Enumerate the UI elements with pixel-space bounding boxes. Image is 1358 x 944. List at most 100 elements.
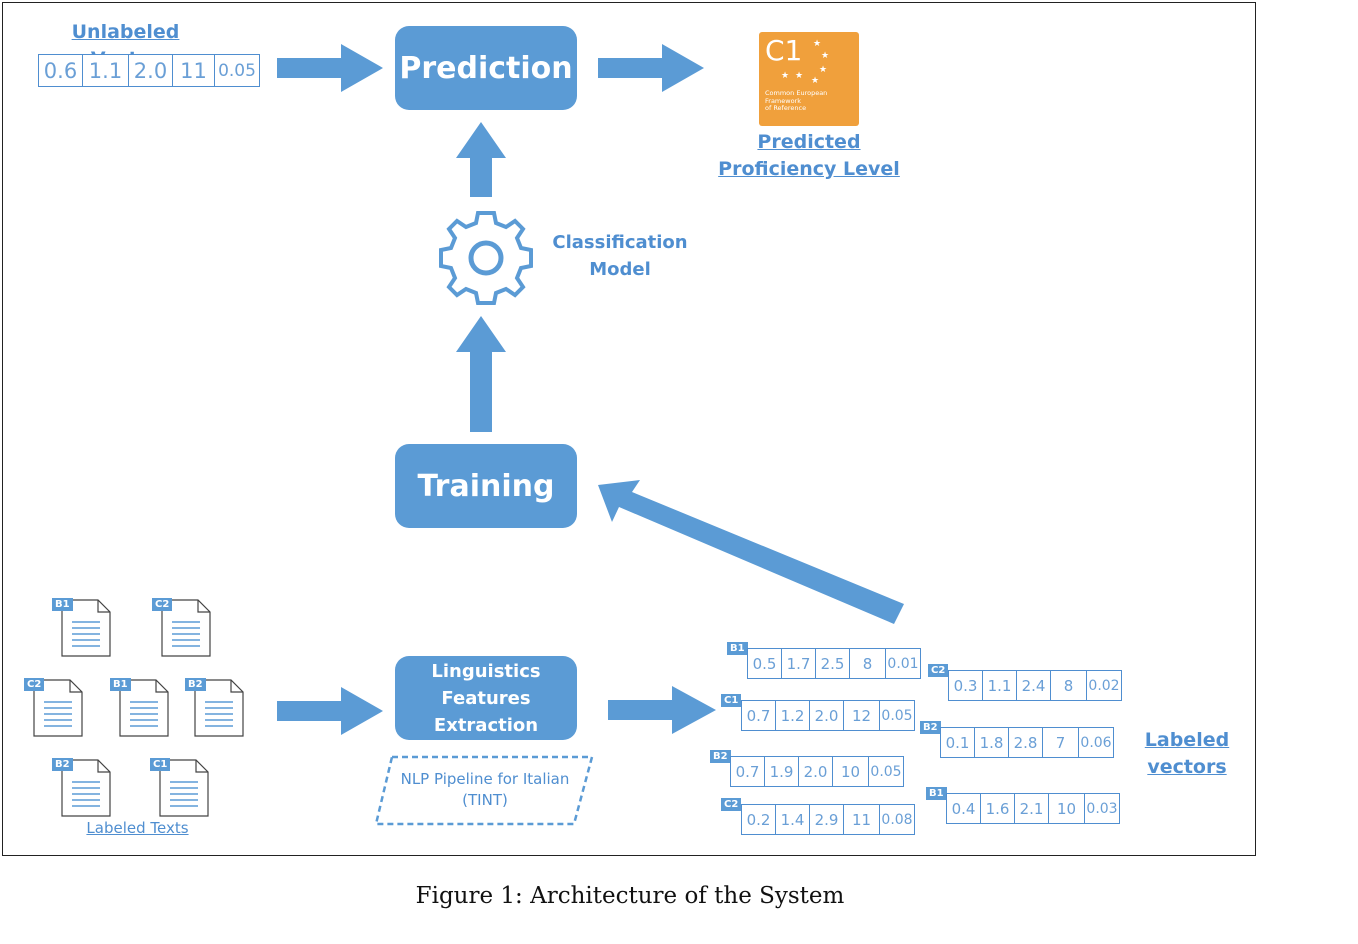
svg-text:★: ★: [781, 71, 789, 81]
labeled-texts-title: Labeled Texts: [86, 819, 189, 837]
labeled-vector-cell: 10: [833, 757, 869, 786]
labeled-vector-cell: 2.0: [799, 757, 833, 786]
classification-model-label: Classification Model: [545, 229, 695, 283]
labeled-vector-cell: 0.02: [1088, 677, 1120, 694]
labeled-vector-cell: 12: [844, 701, 880, 730]
labeled-vector-cell: 10: [1049, 794, 1085, 823]
document-level-tag: B1: [52, 598, 73, 611]
page-icon: [194, 679, 244, 737]
badge-text-1: Common European: [765, 89, 828, 97]
labeled-vector-cell: 1.9: [765, 757, 799, 786]
labeled-vector-cell: 0.05: [870, 763, 902, 780]
labeled-vector-cell: 2.8: [1009, 728, 1043, 757]
arrow-texts-to-extraction: [277, 687, 383, 735]
svg-text:★: ★: [811, 76, 819, 86]
document-icon: B2: [185, 678, 244, 737]
arrow-vectors-to-training: [598, 480, 904, 624]
labeled-vector-cell: 0.1: [941, 728, 975, 757]
document-icon: B1: [52, 598, 111, 657]
vector-level-tag: B1: [926, 787, 947, 800]
labeled-vector-cell: 1.7: [782, 649, 816, 678]
extraction-line-2: Features: [441, 687, 531, 709]
document-icon: B1: [110, 678, 169, 737]
vector-level-tag: B2: [710, 750, 731, 763]
labeled-vector-cell: 0.08: [881, 811, 913, 828]
pipeline-line-2: (TINT): [462, 791, 508, 809]
svg-text:★: ★: [821, 51, 829, 61]
labeled-vector-cell: 8: [1051, 671, 1087, 700]
page-icon: [159, 759, 209, 817]
pipeline-label: NLP Pipeline for Italian (TINT): [385, 769, 585, 811]
document-icon: C2: [152, 598, 211, 657]
extraction-box: Linguistics Features Extraction: [395, 656, 577, 740]
page-icon: [61, 759, 111, 817]
labeled-vector-cell: 0.7: [731, 757, 765, 786]
document-level-tag: C1: [150, 758, 171, 771]
unlabeled-vector-cell: 0.6: [39, 55, 83, 86]
labeled-vector-cell: 0.05: [881, 707, 913, 724]
unlabeled-vector-cell: 0.05: [218, 60, 256, 81]
labeled-vector-cell: 0.01: [887, 655, 919, 672]
labeled-vector-cell: 0.5: [748, 649, 782, 678]
unlabeled-vector-cell: 2.0: [129, 55, 173, 86]
pipeline-parallelogram: [374, 755, 594, 826]
vector-level-tag: C1: [721, 694, 742, 707]
badge-text-3: of Reference: [765, 104, 807, 112]
page-icon: [33, 679, 83, 737]
labeled-vector-cell: 1.2: [776, 701, 810, 730]
labeled-vectors-title: Labeled vectors: [1128, 727, 1246, 781]
labeled-vector-cell: 8: [850, 649, 886, 678]
labeled-vector-cell: 2.0: [810, 701, 844, 730]
labeled-vector-cell: 0.06: [1080, 734, 1112, 751]
predicted-level-line-2: Proficiency Level: [718, 158, 900, 180]
svg-text:★: ★: [819, 65, 827, 75]
predicted-level-line-1: Predicted: [757, 131, 861, 153]
diagram-frame: [2, 2, 1256, 856]
labeled-vector-cell: 2.5: [816, 649, 850, 678]
gear-icon: [441, 213, 531, 303]
arrow-prediction-to-level: [598, 44, 704, 92]
classification-model-line-1: Classification: [552, 232, 688, 253]
svg-text:★: ★: [795, 71, 803, 81]
labeled-vector-cell: 0.03: [1086, 800, 1118, 817]
predicted-level-label: Predicted Proficiency Level: [708, 129, 910, 183]
badge-text-2: Framework: [765, 96, 801, 105]
labeled-vector-cell: 0.7: [742, 701, 776, 730]
eu-stars-icon: ★ ★ ★ ★ ★ ★: [781, 39, 829, 86]
page-icon: [161, 599, 211, 657]
pipeline-line-1: NLP Pipeline for Italian: [400, 770, 570, 788]
extraction-line-1: Linguistics: [431, 660, 541, 682]
classification-model-line-2: Model: [589, 259, 651, 280]
labeled-vectors-line-1: Labeled: [1144, 729, 1230, 751]
badge-level: C1: [765, 34, 803, 67]
labeled-vector-cell: 1.1: [983, 671, 1017, 700]
unlabeled-vector-cell: 1.1: [83, 55, 129, 86]
arrow-vector-to-prediction: [277, 44, 383, 92]
vector-level-tag: C2: [721, 798, 742, 811]
cefr-badge: C1 ★ ★ ★ ★ ★ ★ Common European Framework…: [759, 32, 859, 126]
document-icon: B2: [52, 758, 111, 817]
labeled-vector-cell: 1.6: [981, 794, 1015, 823]
labeled-vector-cell: 7: [1043, 728, 1079, 757]
labeled-vectors-line-2: vectors: [1147, 756, 1227, 778]
arrow-model-to-prediction: [456, 122, 506, 197]
document-level-tag: B2: [185, 678, 206, 691]
vector-level-tag: C2: [928, 664, 949, 677]
unlabeled-vector-cell: 11: [173, 55, 215, 86]
labeled-vector-cell: 2.9: [810, 805, 844, 834]
document-level-tag: C2: [24, 678, 45, 691]
arrow-training-to-model: [456, 316, 506, 432]
labeled-vector-cell: 1.8: [975, 728, 1009, 757]
vector-level-tag: B1: [727, 642, 748, 655]
document-icon: C1: [150, 758, 209, 817]
vector-level-tag: B2: [920, 721, 941, 734]
